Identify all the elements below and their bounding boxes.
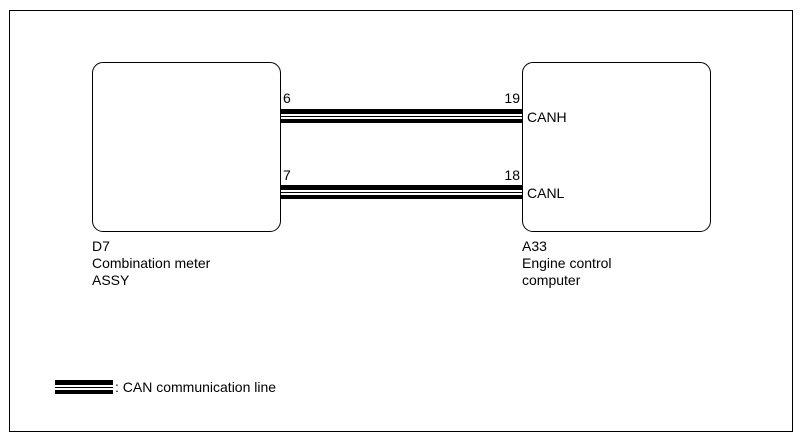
pin-number-left-canl: 7	[283, 167, 291, 183]
can-wire-canh	[281, 109, 522, 123]
component-box-engine-control-computer	[522, 62, 711, 232]
pin-number-right-canh: 19	[504, 90, 520, 106]
component-name-left-line2: ASSY	[92, 272, 130, 288]
component-id-right: A33	[522, 238, 547, 254]
terminal-label-canl: CANL	[527, 185, 565, 201]
legend-label: : CAN communication line	[115, 379, 277, 395]
can-wire-canh-band-mid	[281, 115, 522, 117]
can-wire-canh-band-bottom	[281, 118, 522, 123]
component-name-right-line2: computer	[522, 272, 581, 288]
pin-number-left-canh: 6	[283, 90, 291, 106]
can-line-symbol-band-top	[55, 380, 113, 385]
terminal-label-canh: CANH	[527, 109, 567, 125]
can-line-symbol-band-bottom	[55, 389, 113, 394]
component-name-right-line1: Engine control	[522, 255, 612, 271]
can-line-symbol-band-mid	[55, 386, 113, 388]
legend: : CAN communication line	[55, 380, 276, 395]
component-caption-right: A33 Engine control computer	[522, 238, 612, 289]
can-line-symbol-icon	[55, 380, 113, 394]
can-wire-canl	[281, 185, 522, 199]
component-box-combination-meter	[92, 62, 281, 232]
pin-number-right-canl: 18	[504, 167, 520, 183]
can-wire-canl-band-top	[281, 185, 522, 190]
can-wire-canh-band-top	[281, 109, 522, 114]
can-wire-canl-band-bottom	[281, 194, 522, 199]
component-caption-left: D7 Combination meter ASSY	[92, 238, 210, 289]
component-id-left: D7	[92, 238, 110, 254]
can-wire-canl-band-mid	[281, 191, 522, 193]
component-name-left-line1: Combination meter	[92, 255, 211, 271]
